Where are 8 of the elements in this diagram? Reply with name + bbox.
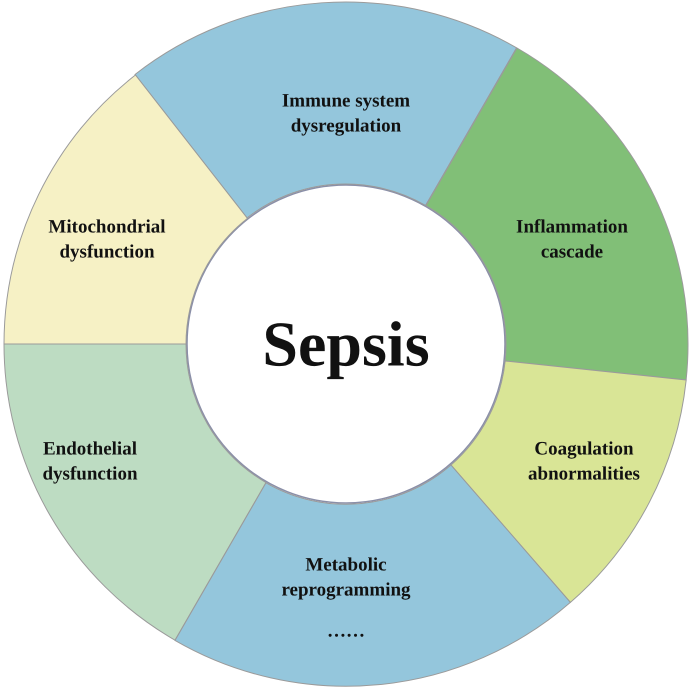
segment-label: Inflammation cascade (515, 215, 629, 264)
segment-label: Immune system dysregulation (280, 89, 412, 138)
center-title: Sepsis (261, 307, 431, 382)
segment-label: Endothelial dysfunction (41, 437, 139, 486)
segment-label: Coagulation abnormalities (527, 437, 641, 486)
segment-label: Metabolic reprogramming (280, 553, 412, 602)
segment-label: Mitochondrial dysfunction (47, 215, 167, 264)
continuation-mark: …… (326, 620, 366, 644)
